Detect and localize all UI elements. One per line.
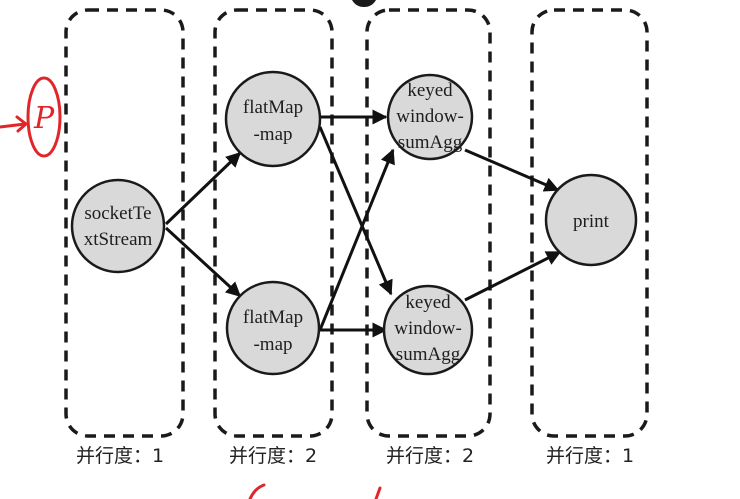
edges: [164, 109, 562, 338]
edge-window2-print: [464, 250, 562, 302]
group-source: [64, 8, 185, 438]
annotation-arrow: [0, 115, 28, 133]
edge-socket-flatmap2: [164, 226, 242, 298]
node-flatmap1-label-1: flatMap: [243, 97, 303, 118]
parallelism-label-sink: 并行度：1: [546, 445, 634, 467]
node-socket-label-1: socketTe: [84, 203, 151, 224]
node-flatmap1-label-2: -map: [253, 124, 292, 145]
node-window1: keyed window- sumAgg: [386, 73, 474, 161]
parallelism-label-source: 并行度：1: [76, 445, 164, 467]
node-flatmap2-label-2: -map: [253, 334, 292, 355]
cropped-top-shape: [352, 0, 376, 7]
group-flatmap: [213, 8, 334, 438]
node-window2-label-1: keyed: [405, 292, 451, 313]
node-flatmap2-label-1: flatMap: [243, 307, 303, 328]
node-flatmap1-circle: [224, 70, 322, 168]
handwritten-annotation: P: [0, 76, 62, 158]
node-socket-label-2: xtStream: [84, 229, 153, 250]
annotation-letter: P: [33, 101, 55, 136]
annotation-mark-1: [248, 483, 266, 499]
node-socket: socketTe xtStream: [70, 178, 166, 274]
node-window1-circle: [386, 73, 474, 161]
parallelism-label-window: 并行度：2: [386, 445, 474, 467]
edge-flatmap1-window2: [318, 126, 393, 296]
node-flatmap2: flatMap -map: [225, 280, 321, 376]
node-window2-label-2: window-: [394, 318, 462, 339]
parallelism-label-flatmap: 并行度：2: [229, 445, 317, 467]
node-window2: keyed window- sumAgg: [382, 284, 474, 376]
group-sink: [530, 8, 649, 438]
annotation-mark-2: [374, 486, 382, 499]
node-flatmap2-circle: [225, 280, 321, 376]
edge-socket-flatmap1: [164, 151, 242, 226]
node-window1-label-2: window-: [396, 106, 464, 127]
node-flatmap1: flatMap -map: [224, 70, 322, 168]
node-print-circle: [544, 173, 638, 267]
node-window2-label-3: sumAgg: [396, 344, 461, 365]
edge-flatmap2-window1: [318, 148, 395, 331]
node-socket-circle: [70, 178, 166, 274]
node-print-label: print: [573, 211, 610, 232]
node-window2-circle: [382, 284, 474, 376]
annotation-circle: [26, 76, 62, 158]
node-window1-label-3: sumAgg: [398, 132, 463, 153]
edge-window1-print: [464, 148, 560, 192]
node-print: print: [544, 173, 638, 267]
node-window1-label-1: keyed: [407, 80, 453, 101]
group-window: [365, 8, 492, 438]
